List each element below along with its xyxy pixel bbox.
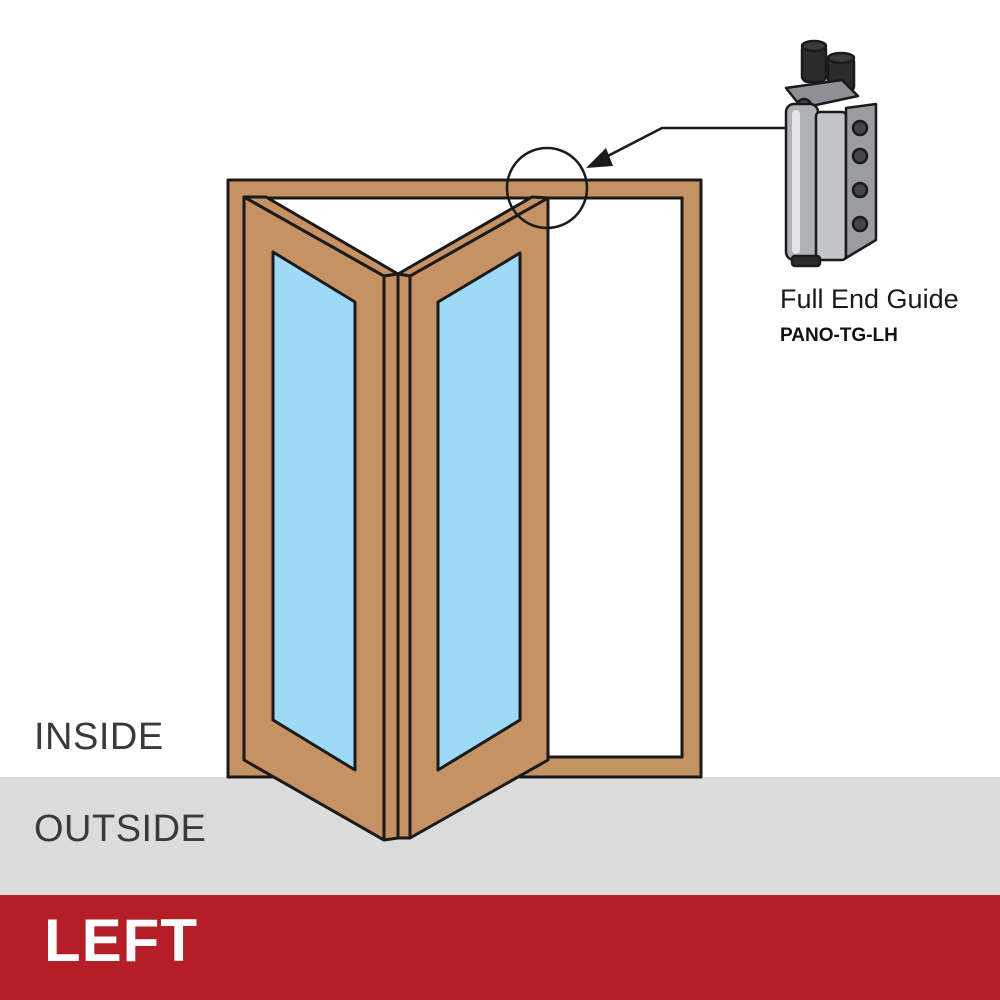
callout-arrow-icon — [586, 126, 786, 168]
left-panel-glass — [271, 250, 357, 772]
end-guide-icon — [784, 39, 878, 268]
part-name: Full End Guide — [780, 284, 959, 314]
right-door-panel — [396, 195, 550, 840]
outside-label: OUTSIDE — [34, 808, 207, 850]
inside-label: INSIDE — [34, 716, 164, 758]
bottom-banner — [0, 895, 1000, 1000]
detail-circle-icon — [505, 146, 589, 230]
door-hand-label: LEFT — [44, 907, 198, 974]
left-door-panel — [242, 195, 400, 842]
part-code: PANO-TG-LH — [780, 325, 898, 346]
right-panel-glass — [436, 251, 522, 772]
outside-zone-band — [0, 777, 1000, 895]
